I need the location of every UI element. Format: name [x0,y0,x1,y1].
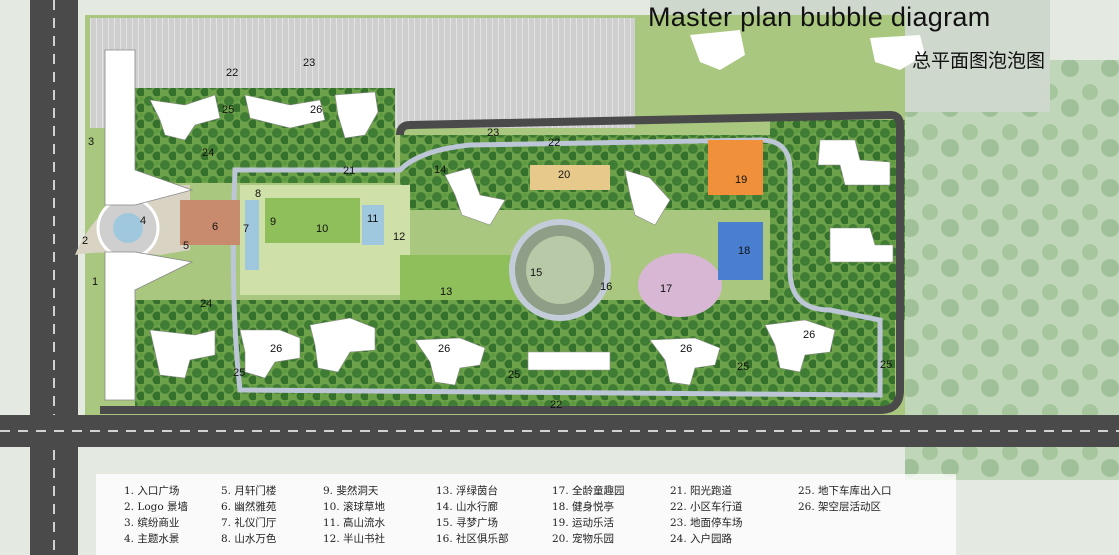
map-label-21: 21 [343,165,355,177]
neighbor-buildings [690,30,925,70]
legend-item: 26. 架空层活动区 [798,501,882,513]
map-label-26-se: 26 [680,343,692,355]
sunshine-track [230,137,883,398]
legend-item: 20. 宠物乐园 [552,533,615,545]
legend-item: 15. 寻梦广场 [436,517,499,529]
map-label-12: 12 [393,231,405,243]
map-label-3: 3 [88,136,94,148]
residential-towers [149,91,894,386]
map-label-22-south: 22 [550,399,562,411]
map-label-15: 15 [530,267,542,279]
terrace-lawn [400,255,520,300]
legend-item: 18. 健身悦亭 [552,501,615,513]
legend-column-2: 5. 月轩门楼 6. 幽然雅苑 7. 礼仪门厅 8. 山水万色 [221,483,346,547]
commercial-block-north [104,49,194,206]
map-label-19: 19 [735,174,747,186]
map-label-25-se: 25 [737,361,749,373]
map-label-23-east: 23 [487,127,499,139]
legend-item: 1. 入口广场 [124,485,180,497]
legend-item: 14. 山水行廊 [436,501,499,513]
map-label-20: 20 [558,169,570,181]
legend-item: 12. 半山书社 [323,533,386,545]
map-label-24-south: 24 [200,298,212,310]
legend-column-7: 25. 地下车库出入口 26. 架空层活动区 [798,483,923,515]
map-label-26-e: 26 [803,329,815,341]
map-label-5: 5 [183,240,189,252]
legend-item: 22. 小区车行道 [670,501,743,513]
stream-water [362,205,384,245]
legend-item: 13. 浮绿茵台 [436,485,499,497]
gate-house [180,200,240,245]
legend-item: 24. 入户园路 [670,533,733,545]
fitness-pavilion-zone [718,222,763,280]
sports-court [708,140,763,195]
legend-column-3: 9. 斐然洞天 10. 滚球草地 11. 高山流水 12. 半山书社 [323,483,448,547]
legend-item: 7. 礼仪门厅 [221,517,277,529]
pet-park [530,165,610,190]
map-label-14: 14 [434,164,446,176]
legend-item: 2. Logo 景墙 [124,501,189,513]
map-label-22-north: 22 [226,67,238,79]
map-label-7: 7 [243,223,249,235]
legend-item: 10. 滚球草地 [323,501,386,513]
legend-column-1: 1. 入口广场 2. Logo 景墙 3. 缤纷商业 4. 主题水景 [124,483,249,547]
map-label-4: 4 [140,215,146,227]
map-label-1: 1 [92,276,98,288]
legend-item: 23. 地面停车场 [670,517,743,529]
legend-item: 21. 阳光跑道 [670,485,733,497]
childrens-garden [638,253,722,317]
bowling-lawn [265,198,360,243]
legend-column-5: 17. 全龄童趣园 18. 健身悦亭 19. 运动乐活 20. 宠物乐园 [552,483,677,547]
landscape-water [245,200,259,270]
map-label-23-north: 23 [303,57,315,69]
legend-panel: 1. 入口广场 2. Logo 景墙 3. 缤纷商业 4. 主题水景 5. 月轩… [96,474,956,555]
map-label-16: 16 [600,281,612,293]
map-label-11: 11 [367,213,378,225]
map-label-6: 6 [212,221,218,233]
club-center [526,236,594,304]
map-label-9: 9 [270,216,276,228]
legend-item: 17. 全龄童趣园 [552,485,625,497]
map-label-8: 8 [255,188,261,200]
legend-item: 9. 斐然洞天 [323,485,379,497]
map-label-26-s: 26 [438,343,450,355]
hillside-area [905,60,1119,480]
legend-item: 6. 幽然雅苑 [221,501,277,513]
map-label-17: 17 [660,283,672,295]
map-label-26-north: 26 [310,104,322,116]
map-label-26-sw: 26 [270,343,282,355]
map-label-25-nw: 25 [222,104,234,116]
legend-item: 19. 运动乐活 [552,517,615,529]
map-label-22-middle: 22 [548,137,560,149]
map-label-24-north: 24 [202,147,214,159]
map-label-25-sw: 25 [233,367,245,379]
legend-column-4: 13. 浮绿茵台 14. 山水行廊 15. 寻梦广场 16. 社区俱乐部 [436,483,561,547]
title-english: Master plan bubble diagram [648,2,991,32]
map-label-10: 10 [316,223,328,235]
commercial-block-south [104,251,194,401]
map-label-2: 2 [82,235,88,247]
legend-item: 16. 社区俱乐部 [436,533,509,545]
legend-item: 3. 缤纷商业 [124,517,180,529]
legend-item: 11. 高山流水 [323,517,386,529]
legend-item: 25. 地下车库出入口 [798,485,892,497]
map-label-25-s: 25 [508,369,520,381]
map-label-13: 13 [440,286,452,298]
legend-item: 8. 山水万色 [221,533,277,545]
map-label-18: 18 [738,245,750,257]
title-chinese: 总平面图泡泡图 [912,50,1046,72]
legend-item: 4. 主题水景 [124,533,180,545]
internal-vehicle-road [100,110,904,414]
map-label-25-e: 25 [880,359,892,371]
theme-water-feature [113,213,143,243]
legend-item: 5. 月轩门楼 [221,485,277,497]
map-labels: 1 2 3 4 5 6 7 8 9 10 11 12 13 14 15 16 1… [82,57,892,411]
legend-column-6: 21. 阳光跑道 22. 小区车行道 23. 地面停车场 24. 入户园路 [670,483,795,547]
